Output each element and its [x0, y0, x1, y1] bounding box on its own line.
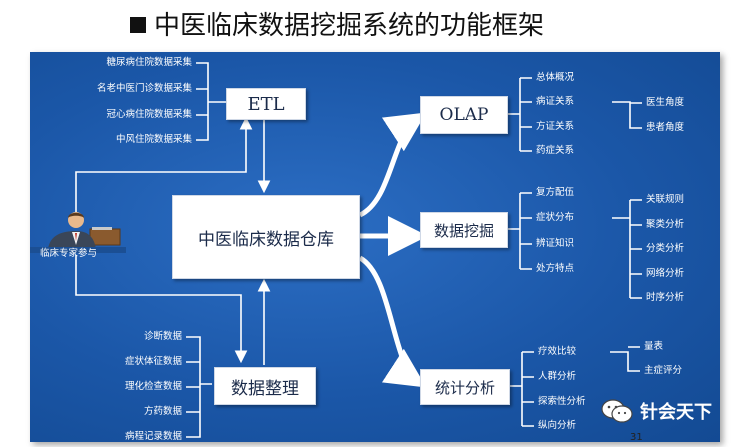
etl-source-diabetes: 糖尿病住院数据采集	[106, 57, 192, 68]
title-text: 中医临床数据挖掘系统的功能框架	[154, 11, 545, 41]
stats-sub-scale: 量表	[644, 341, 664, 352]
mining-sub-association: 关联规则	[646, 194, 685, 205]
clinical-expert-icon	[30, 212, 126, 253]
mining-item-compatibility: 复方配伍	[536, 187, 575, 198]
page-title: 中医临床数据挖掘系统的功能框架	[130, 6, 544, 46]
olap-item-disease-syndrome: 病证关系	[536, 96, 575, 107]
square-bullet-icon	[130, 16, 146, 33]
etl-box: ETL	[226, 88, 306, 120]
stats-item-longitudinal: 纵向分析	[538, 420, 577, 431]
stats-sub-main-symptom: 主症评分	[644, 365, 683, 376]
olap-sub-doctor: 医生角度	[646, 97, 685, 108]
mining-sub-network: 网络分析	[646, 268, 685, 279]
diagram-panel	[30, 52, 720, 442]
olap-item-formula-syndrome: 方证关系	[536, 121, 575, 132]
cleanup-source-diagnosis: 诊断数据	[143, 331, 182, 342]
stats-item-population: 人群分析	[538, 371, 577, 382]
etl-source-famous-doctor: 名老中医门诊数据采集	[96, 83, 192, 94]
etl-source-coronary: 冠心病住院数据采集	[106, 109, 192, 120]
cleanup-box: 数据整理	[214, 367, 316, 405]
mining-sub-temporal: 时序分析	[646, 292, 685, 303]
mining-item-syndrome-knowledge: 辨证知识	[536, 238, 575, 249]
warehouse-box: 中医临床数据仓库	[172, 195, 360, 279]
olap-item-herb-symptom: 药症关系	[536, 145, 575, 156]
wechat-icon	[601, 399, 633, 423]
olap-sub-patient: 患者角度	[646, 122, 685, 133]
mining-box: 数据挖掘	[420, 212, 508, 248]
etl-source-stroke: 中风住院数据采集	[115, 134, 192, 145]
olap-item-overview: 总体概况	[536, 72, 575, 83]
mining-sub-classification: 分类分析	[646, 243, 685, 254]
watermark-text: 针会天下	[640, 402, 712, 423]
cleanup-source-records: 病程记录数据	[124, 431, 182, 442]
stats-item-efficacy: 疗效比较	[538, 346, 577, 357]
mining-sub-clustering: 聚类分析	[646, 219, 685, 230]
cleanup-source-symptoms: 症状体征数据	[124, 356, 182, 367]
watermark: 针会天下	[600, 398, 712, 424]
stats-box: 统计分析	[420, 369, 510, 405]
cleanup-source-herbs: 方药数据	[143, 406, 182, 417]
expert-label: 临床专家参与	[40, 248, 98, 259]
stats-item-exploratory: 探索性分析	[538, 396, 586, 407]
cleanup-source-lab: 理化检查数据	[124, 381, 182, 392]
mining-item-prescription: 处方特点	[536, 263, 575, 274]
olap-box: OLAP	[420, 96, 508, 134]
page-number: 31	[630, 432, 643, 443]
mining-item-symptom-distribution: 症状分布	[536, 212, 575, 223]
